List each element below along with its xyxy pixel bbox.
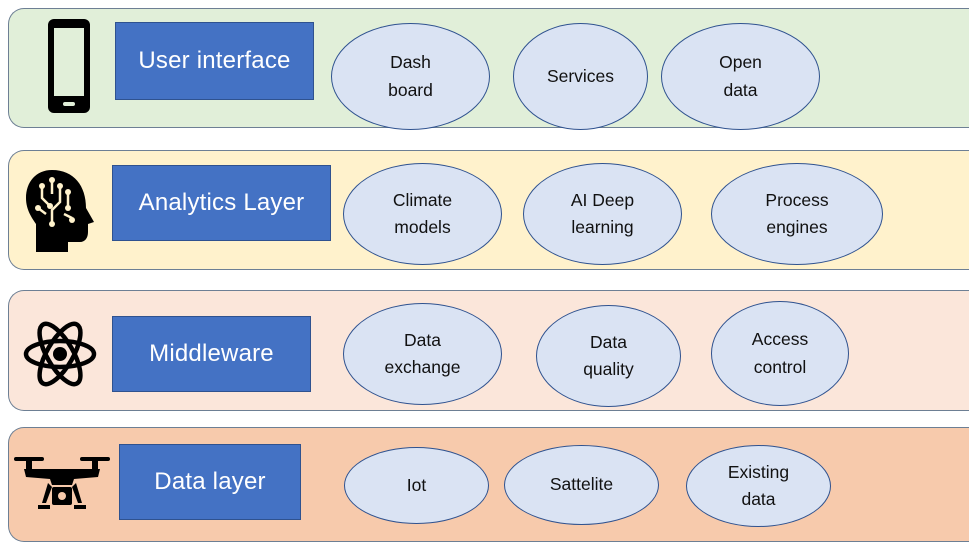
component-ai-deep-learning: AI Deep learning [523,163,682,265]
drone-icon [12,451,112,528]
component-process-engines: Process engines [711,163,883,265]
layer-title-analytics: Analytics Layer [112,165,331,241]
component-label: Iot [406,474,427,495]
component-data-exchange: Data exchange [343,303,502,405]
component-climate-models: Climate models [343,163,502,265]
component-label: Services [546,65,615,86]
smartphone-icon [44,16,94,121]
layer-title-user-interface: User interface [115,22,314,100]
component-label: Open data [719,52,762,100]
component-label: Data quality [583,331,634,379]
component-open-data: Open data [661,23,820,130]
component-existing-data: Existing data [686,445,831,527]
component-services: Services [513,23,648,130]
layer-title-middleware: Middleware [112,316,311,392]
component-dashboard: Dash board [331,23,490,130]
atom-icon [22,316,98,397]
component-label: AI Deep learning [570,189,635,237]
component-label: Access control [751,329,809,377]
component-label: Sattelite [549,474,614,495]
brain-head-icon [22,168,98,259]
component-access-control: Access control [711,301,849,406]
component-label: Data exchange [384,329,461,377]
component-label: Climate models [392,189,453,237]
component-data-quality: Data quality [536,305,681,407]
component-label: Process engines [765,189,829,237]
component-label: Dash board [388,52,433,100]
component-iot: Iot [344,447,489,524]
layer-title-data: Data layer [119,444,301,520]
component-label: Existing data [727,461,790,509]
component-sattelite: Sattelite [504,445,659,525]
